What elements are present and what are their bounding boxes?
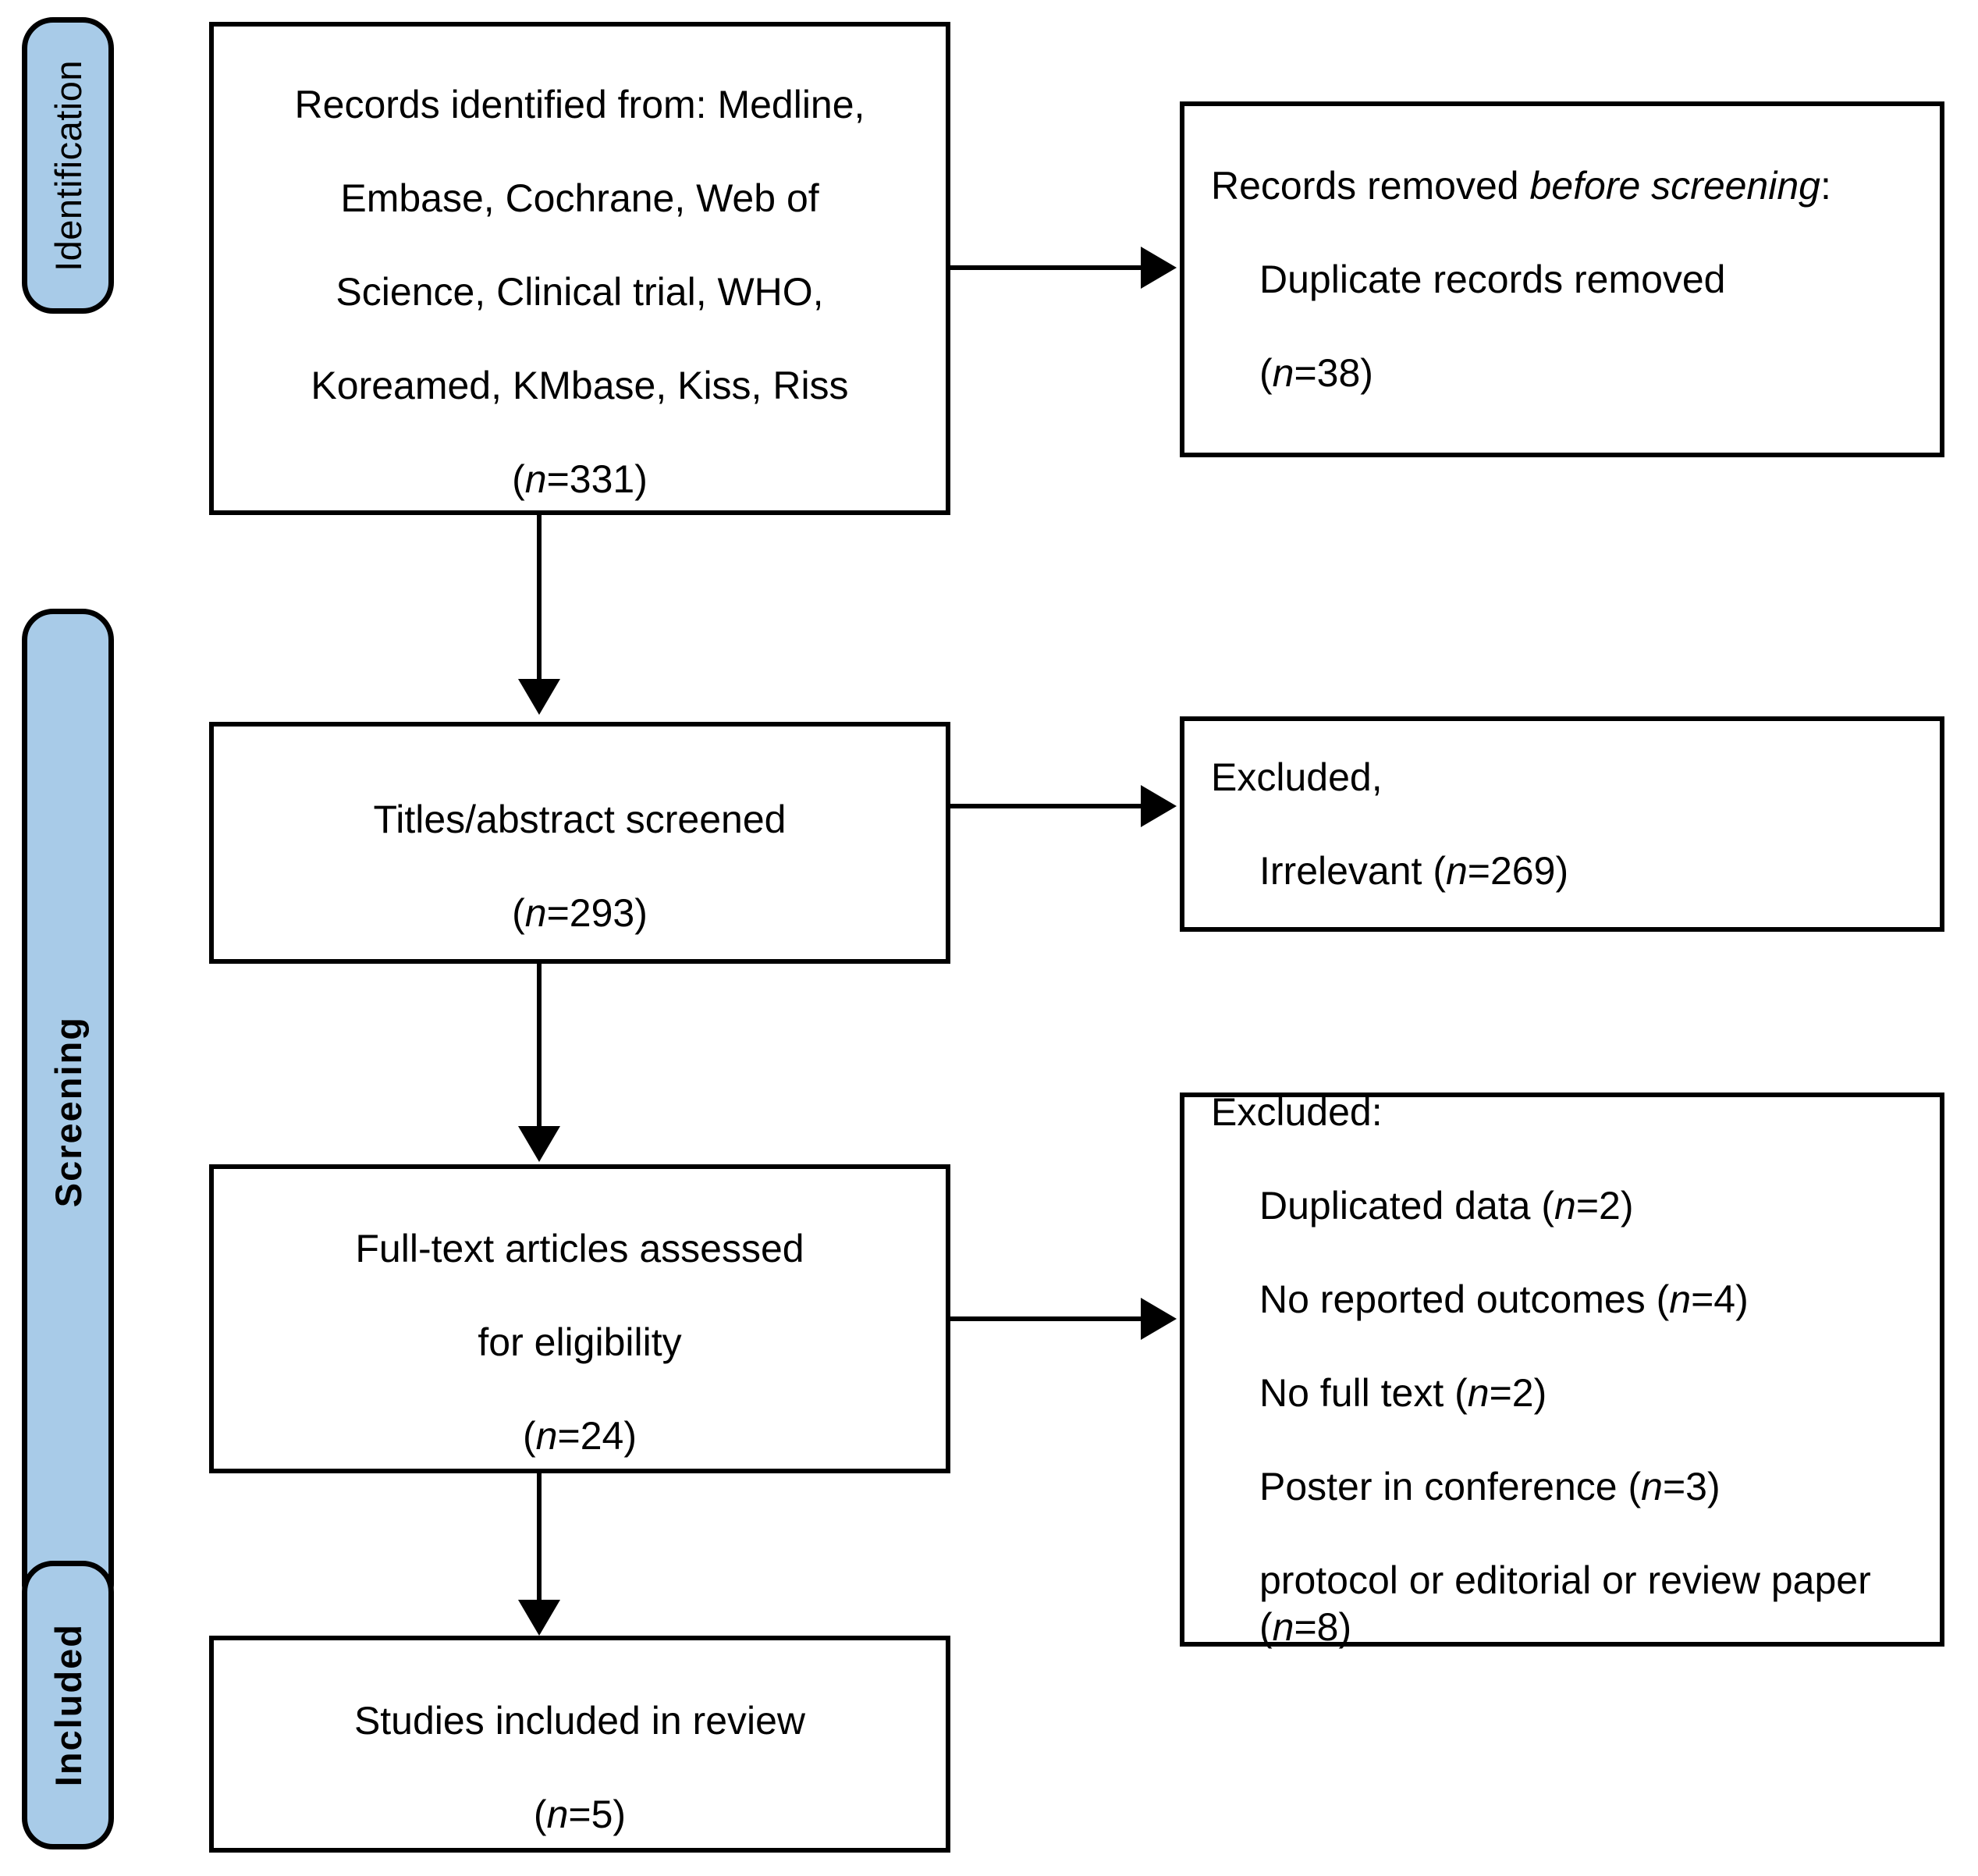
phase-tab-included: Included [22,1561,114,1849]
phase-tab-identification: Identification [22,17,114,314]
box-records-removed: Records removed before screening: Duplic… [1180,101,1944,457]
connector-screened-to-excluded [949,804,1144,808]
fulltext-assessed-count: (n=24) [523,1414,637,1458]
excluded-item: No full text (n=2) [1259,1371,1547,1415]
connector-screened-to-fulltext [537,964,542,1132]
arrowhead-fulltext-to-excluded [1141,1298,1177,1340]
box-records-identified: Records identified from: Medline, Embase… [209,22,950,515]
arrowhead-identified-to-screened [518,679,560,715]
box-studies-included: Studies included in review (n=5) [209,1636,950,1853]
phase-tab-included-label: Included [47,1623,89,1787]
phase-tab-identification-label: Identification [47,59,89,272]
phase-tab-screening: Screening [22,609,114,1615]
box-records-removed-text: Records removed before screening: Duplic… [1184,115,1940,443]
studies-included-count: (n=5) [533,1793,627,1836]
excluded-item: protocol or editorial or review paper (n… [1259,1558,1871,1649]
arrowhead-fulltext-to-included [518,1600,560,1636]
records-identified-count: (n=331) [512,457,648,501]
phase-tab-screening-label: Screening [47,1016,89,1208]
box-excluded-irrelevant: Excluded, Irrelevant (n=269) [1180,716,1944,932]
arrowhead-screened-to-excluded [1141,785,1177,827]
excluded-item: No reported outcomes (n=4) [1259,1277,1749,1321]
connector-fulltext-to-included [537,1473,542,1606]
connector-fulltext-to-excluded [949,1316,1144,1321]
box-titles-screened-text: Titles/abstract screened (n=293) [373,798,787,935]
box-excluded-fulltext: Excluded: Duplicated data (n=2) No repor… [1180,1090,1944,1649]
box-records-identified-text: Records identified from: Medline, Embase… [294,83,865,501]
box-excluded-fulltext-text: Excluded: Duplicated data (n=2) No repor… [1184,1042,1940,1697]
connector-identified-to-removed [949,265,1144,270]
connector-identified-to-screened [537,515,542,683]
box-studies-included-text: Studies included in review (n=5) [353,1699,806,1836]
arrowhead-identified-to-removed [1141,247,1177,289]
excluded-item: Duplicated data (n=2) [1259,1184,1634,1228]
titles-screened-count: (n=293) [512,891,648,935]
records-removed-count: (n=38) [1259,351,1373,395]
excluded-irrelevant-item: Irrelevant (n=269) [1259,849,1569,893]
box-fulltext-assessed-text: Full-text articles assessed for eligibil… [355,1227,804,1458]
excluded-item: Poster in conference (n=3) [1259,1465,1721,1508]
box-fulltext-assessed: Full-text articles assessed for eligibil… [209,1164,950,1473]
arrowhead-screened-to-fulltext [518,1126,560,1162]
box-titles-screened: Titles/abstract screened (n=293) [209,722,950,964]
box-excluded-irrelevant-text: Excluded, Irrelevant (n=269) [1184,707,1940,941]
